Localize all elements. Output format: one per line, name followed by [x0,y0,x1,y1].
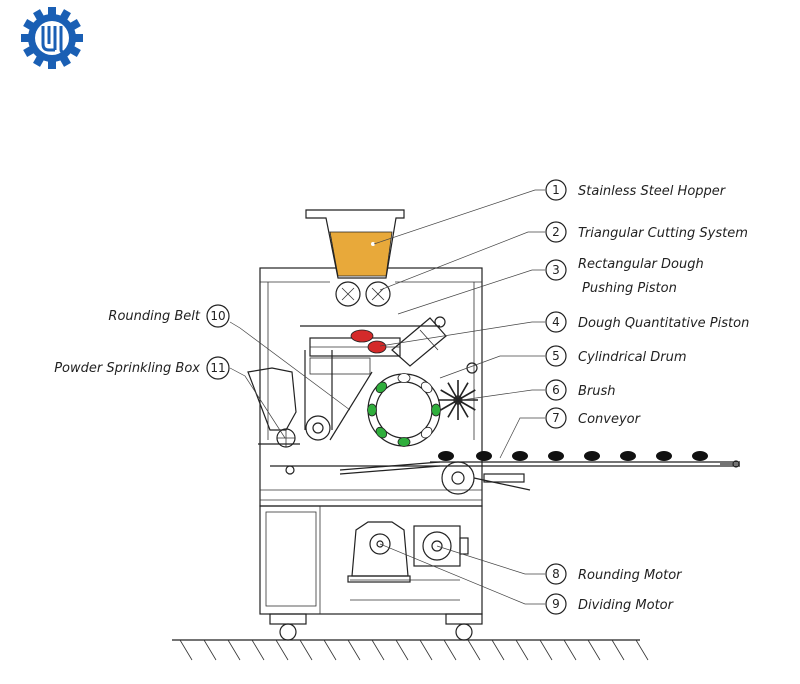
svg-text:11: 11 [210,361,225,375]
callout-6: 6 Brush [545,379,616,401]
rounding-motor [413,525,469,567]
machine-body [259,267,483,641]
svg-text:6: 6 [552,383,560,397]
svg-text:10: 10 [210,309,225,323]
svg-text:2: 2 [552,225,560,239]
triangular-cutting-system [300,281,440,327]
svg-text:8: 8 [552,567,560,581]
leader-lines [229,189,545,605]
svg-text:4: 4 [552,315,560,329]
svg-text:Dough Quantitative Piston: Dough Quantitative Piston [578,316,749,331]
callout-4: 4 Dough Quantitative Piston [545,311,749,333]
gear-logo-icon [21,6,83,69]
svg-text:7: 7 [552,411,560,425]
svg-text:Brush: Brush [578,384,616,399]
ground [172,639,649,661]
callout-9: 9 Dividing Motor [545,593,675,615]
svg-text:3: 3 [552,263,560,277]
cylindrical-drum [367,373,441,447]
pushing-piston-assembly [309,316,447,375]
conveyor [270,451,740,495]
callout-7: 7 Conveyor [545,407,642,429]
dividing-motor [347,521,411,583]
svg-text:Dividing Motor: Dividing Motor [578,598,675,613]
callout-10: 10 Rounding Belt [108,304,230,328]
svg-text:5: 5 [552,349,560,363]
callout-1: 1 Stainless Steel Hopper [545,179,727,201]
callout-2: 2 Triangular Cutting System [545,221,748,243]
svg-text:Triangular Cutting System: Triangular Cutting System [578,226,748,241]
svg-text:Powder Sprinkling Box: Powder Sprinkling Box [54,361,200,376]
svg-text:Pushing Piston: Pushing Piston [582,281,677,296]
rounding-belt [304,350,373,441]
callout-8: 8 Rounding Motor [545,563,683,585]
svg-text:Conveyor: Conveyor [578,412,642,427]
svg-text:Rounding Motor: Rounding Motor [578,568,683,583]
brush [438,362,478,420]
callout-11: 11 Powder Sprinkling Box [54,356,230,380]
svg-text:Cylindrical Drum: Cylindrical Drum [578,350,687,365]
svg-text:Stainless Steel Hopper: Stainless Steel Hopper [578,184,727,199]
svg-text:Rectangular Dough: Rectangular Dough [578,257,704,272]
powder-sprinkling-box [247,367,300,448]
callout-3: 3 Rectangular Dough Pushing Piston [545,257,704,296]
svg-text:1: 1 [552,183,560,197]
svg-text:Rounding Belt: Rounding Belt [108,309,200,324]
callout-5: 5 Cylindrical Drum [545,345,687,367]
svg-text:9: 9 [552,597,560,611]
